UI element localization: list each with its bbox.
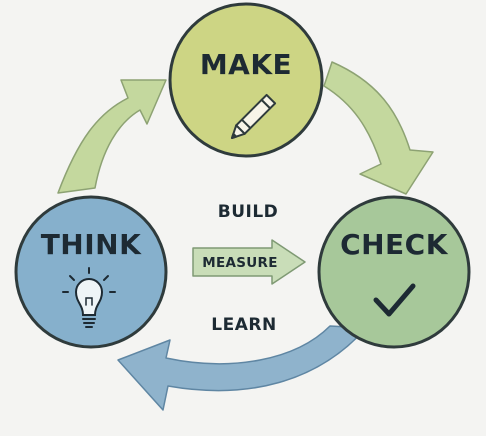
measure-arrow-shape [192, 239, 306, 285]
checkmark-icon [373, 283, 416, 317]
lightbulb-icon [62, 267, 116, 328]
think-node: THINK [14, 195, 168, 349]
arrow-think-to-make [57, 79, 167, 194]
check-circle [317, 195, 471, 349]
arrow-check-to-think [117, 325, 367, 411]
think-circle [14, 195, 168, 349]
make-node: MAKE [168, 2, 324, 158]
learn-label: LEARN [211, 315, 276, 335]
check-node: CHECK [317, 195, 471, 349]
build-label: BUILD [218, 202, 279, 222]
measure-label: MEASURE [202, 255, 278, 271]
think-label: THINK [41, 228, 142, 261]
make-circle [168, 2, 324, 158]
measure-arrow: MEASURE [192, 239, 306, 285]
make-label: MAKE [200, 48, 292, 81]
arrow-make-to-check [323, 61, 434, 195]
pencil-icon [230, 93, 277, 140]
check-label: CHECK [340, 228, 449, 261]
